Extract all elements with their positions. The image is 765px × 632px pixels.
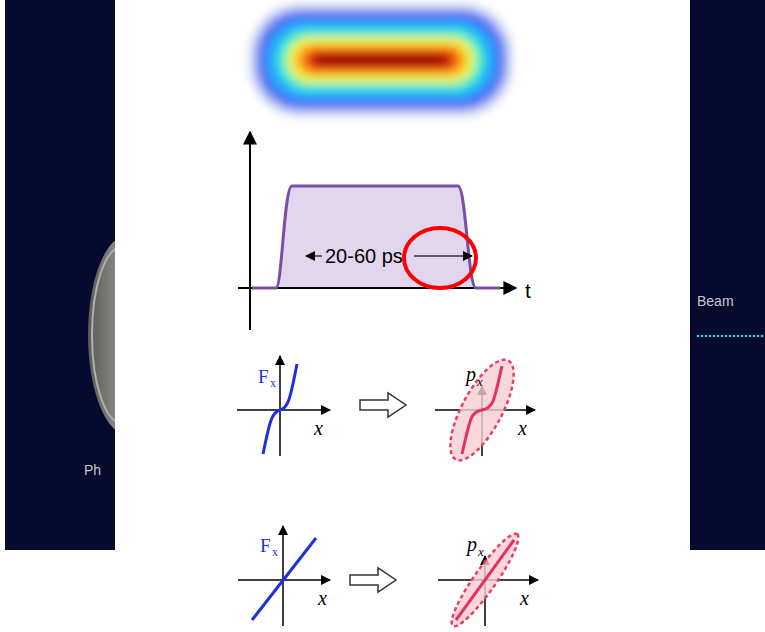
right-panel xyxy=(690,0,765,550)
beam-dot xyxy=(701,335,704,338)
y-axis xyxy=(249,132,251,330)
beam-dot xyxy=(725,335,728,338)
part-label: Ph xyxy=(84,463,101,477)
dimension-label: 20-60 ps xyxy=(325,246,403,266)
axis-label: t xyxy=(525,280,531,301)
f-axis xyxy=(279,356,281,456)
axis-subscript: x xyxy=(478,545,484,558)
phase-ellipse xyxy=(438,351,526,469)
beam-dot xyxy=(697,335,700,338)
beam-dot xyxy=(737,335,740,338)
duration-arrow xyxy=(414,255,472,257)
f-axis xyxy=(282,526,284,626)
hollow-arrow xyxy=(350,568,396,592)
beam-dot xyxy=(709,335,712,338)
beam-dot xyxy=(749,335,752,338)
beam-dot xyxy=(745,335,748,338)
beam-dot xyxy=(733,335,736,338)
axis-label: x xyxy=(520,588,529,608)
beam-dot xyxy=(721,335,724,338)
axis-label: F xyxy=(258,367,269,386)
beam-dot xyxy=(729,335,732,338)
phase-line xyxy=(456,540,514,620)
beam-dot xyxy=(761,335,764,338)
beam-dot xyxy=(753,335,756,338)
axis-label: x xyxy=(318,588,327,608)
highlight-circle xyxy=(404,228,476,288)
beam-dot xyxy=(713,335,716,338)
axis-label: x xyxy=(314,418,323,438)
beam-dot xyxy=(705,335,708,338)
beam-dot xyxy=(741,335,744,338)
laser-profile xyxy=(250,4,512,116)
axis-label: p xyxy=(466,364,476,384)
beam-dot xyxy=(757,335,760,338)
phase-ellipse xyxy=(444,528,526,632)
axis-subscript: x xyxy=(270,377,276,389)
axis-label: x xyxy=(518,418,527,438)
beam-dots xyxy=(697,335,764,338)
pulse-fill xyxy=(252,186,500,288)
center-panel xyxy=(115,0,690,632)
beam-dot xyxy=(717,335,720,338)
axis-label: F xyxy=(260,536,271,555)
hollow-arrow xyxy=(360,393,406,417)
axis-label: p xyxy=(467,534,477,554)
pulse-shape xyxy=(252,186,500,288)
part-label: Beam xyxy=(697,294,734,308)
axis-subscript: x xyxy=(477,375,483,388)
duration-arrow xyxy=(306,255,322,257)
axis-subscript: x xyxy=(272,546,278,558)
